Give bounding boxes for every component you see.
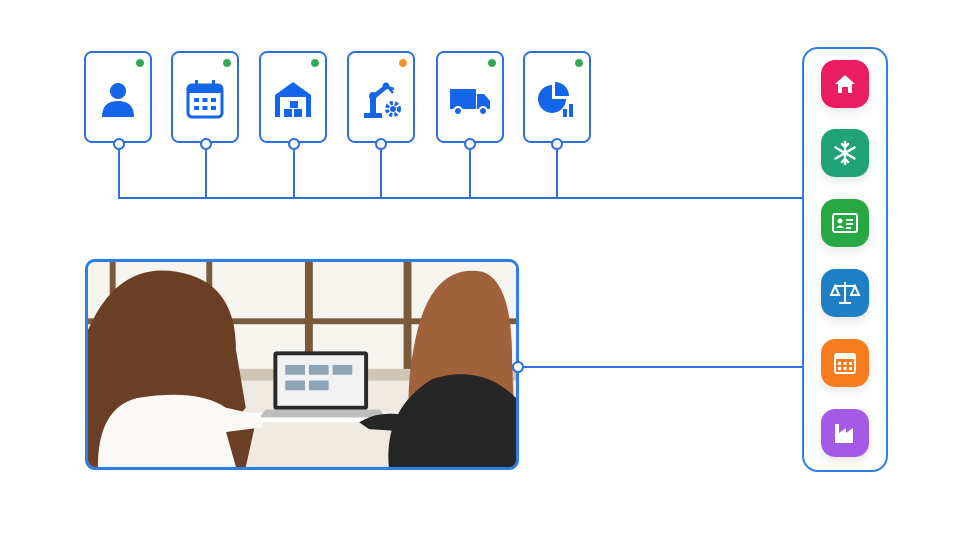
warehouse-icon xyxy=(271,77,315,121)
team-photo xyxy=(85,259,519,470)
connector-node xyxy=(288,138,300,150)
tile-bg xyxy=(821,199,869,247)
app-tile-calendar[interactable] xyxy=(821,339,869,387)
connector-node xyxy=(464,138,476,150)
module-card-warehouse[interactable] xyxy=(259,51,327,143)
module-card-calendar[interactable] xyxy=(171,51,239,143)
module-card-robot-arm[interactable] xyxy=(347,51,415,143)
connector-node xyxy=(200,138,212,150)
robot-arm-icon xyxy=(359,77,403,121)
connector-node xyxy=(551,138,563,150)
status-dot xyxy=(136,59,144,67)
user-icon xyxy=(96,77,140,121)
connector-node xyxy=(113,138,125,150)
status-dot xyxy=(575,59,583,67)
truck-icon xyxy=(448,77,492,121)
photo-connector-node xyxy=(512,361,524,373)
status-dot xyxy=(223,59,231,67)
module-card-truck[interactable] xyxy=(436,51,504,143)
app-panel xyxy=(802,47,888,472)
calendar-icon xyxy=(183,77,227,121)
module-card-analytics[interactable] xyxy=(523,51,591,143)
module-card-user[interactable] xyxy=(84,51,152,143)
status-dot xyxy=(311,59,319,67)
app-tile-factory[interactable] xyxy=(821,409,869,457)
status-dot xyxy=(488,59,496,67)
pie-chart-icon xyxy=(535,77,579,121)
app-tile-home[interactable] xyxy=(821,60,869,108)
app-tile-snowflake[interactable] xyxy=(821,129,869,177)
app-tile-scales[interactable] xyxy=(821,269,869,317)
status-dot xyxy=(399,59,407,67)
connector-node xyxy=(375,138,387,150)
app-tile-id-card[interactable] xyxy=(821,199,869,247)
